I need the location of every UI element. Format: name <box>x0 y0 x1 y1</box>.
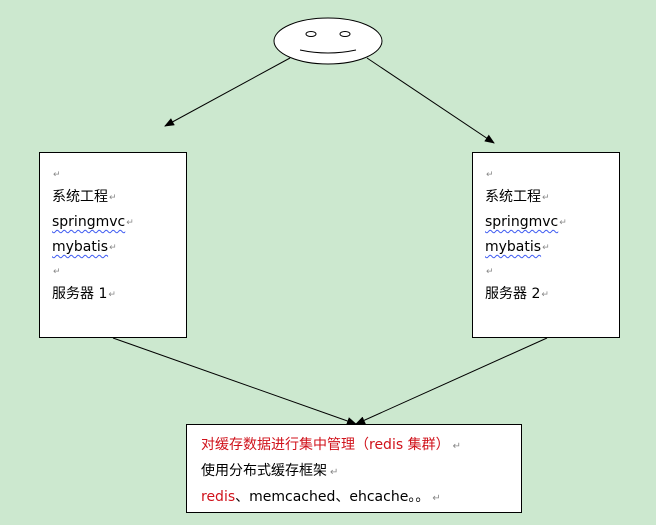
server-2-line-4: 服务器 2↵ <box>485 286 549 302</box>
arrow-server-2-to-cache <box>355 337 548 425</box>
empty-paragraph: ↵ <box>53 267 61 277</box>
cache-line-3-rest: 、memcached、ehcache。。 <box>235 489 430 505</box>
server-1-box: ↵ 系统工程↵ springmvc↵ mybatis↵ ↵ 服务器 1↵ <box>39 152 187 338</box>
server-1-line-1: 系统工程↵ <box>52 189 117 205</box>
arrow-user-to-server-2 <box>366 57 495 144</box>
server-2-line-1: 系统工程↵ <box>485 189 550 205</box>
server-2-line-2: springmvc↵ <box>485 214 567 230</box>
empty-paragraph: ↵ <box>53 170 61 180</box>
empty-paragraph: ↵ <box>486 267 494 277</box>
server-2-line-3: mybatis↵ <box>485 239 550 255</box>
server-1-line-4: 服务器 1↵ <box>52 286 116 302</box>
server-1-line-2: springmvc↵ <box>52 214 134 230</box>
smiley-face-icon <box>273 17 383 65</box>
empty-paragraph: ↵ <box>486 170 494 180</box>
cache-line-2: 使用分布式缓存框架↵ <box>201 463 339 479</box>
cache-line-1: 对缓存数据进行集中管理（redis 集群）↵ <box>201 437 461 453</box>
server-1-line-3: mybatis↵ <box>52 239 117 255</box>
server-2-box: ↵ 系统工程↵ springmvc↵ mybatis↵ ↵ 服务器 2↵ <box>472 152 620 338</box>
arrow-server-1-to-cache <box>112 337 357 425</box>
cache-line-3-highlight: redis <box>201 489 236 505</box>
cache-line-3: redis、memcached、ehcache。。↵ <box>201 489 441 505</box>
cache-box: 对缓存数据进行集中管理（redis 集群）↵ 使用分布式缓存框架↵ redis、… <box>186 424 522 513</box>
arrow-user-to-server-1 <box>164 57 291 127</box>
